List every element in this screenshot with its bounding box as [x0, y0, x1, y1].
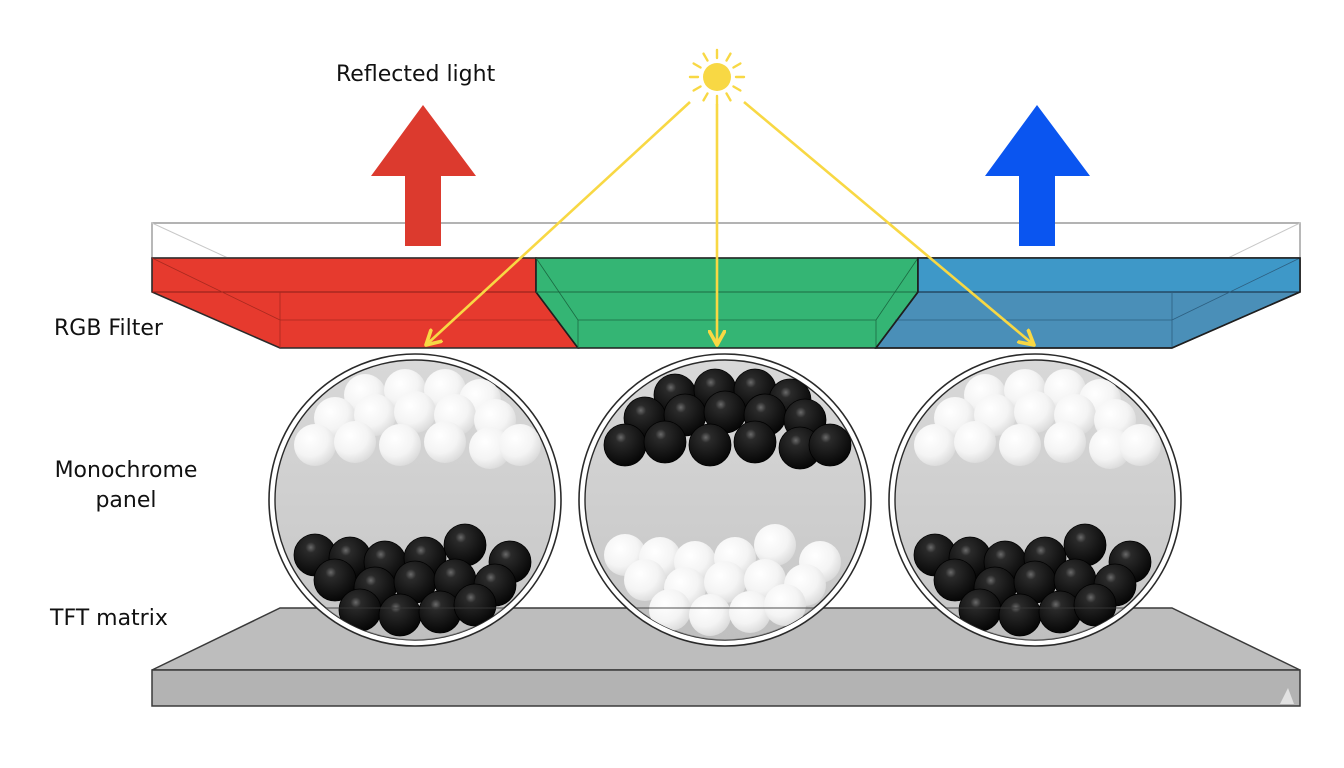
sun-ray: [732, 62, 742, 69]
white-particle: [1119, 424, 1161, 466]
filter-segment-green: [535, 257, 919, 349]
filter-segment-blue: [874, 257, 1301, 349]
reflected-arrow-blue: [985, 105, 1090, 246]
capsule-right: [888, 353, 1182, 647]
sun-ray: [725, 52, 732, 62]
black-particle: [603, 423, 647, 467]
label-monochrome-panel: Monochrome panel: [40, 456, 212, 515]
white-particle: [624, 559, 666, 601]
white-particle: [379, 424, 421, 466]
white-particle: [729, 591, 771, 633]
white-particle: [649, 589, 691, 631]
sun-ray: [702, 52, 709, 62]
white-particle: [394, 391, 436, 433]
white-particle: [914, 424, 956, 466]
tft-matrix-front-face: [151, 669, 1301, 707]
black-particle: [998, 593, 1042, 637]
incident-light-rays: [426, 101, 1034, 345]
white-particle: [334, 421, 376, 463]
white-particle: [754, 524, 796, 566]
black-particle: [643, 420, 687, 464]
white-particle: [999, 424, 1041, 466]
black-particle: [418, 590, 462, 634]
filter-top-glass: [151, 222, 1301, 259]
white-particle: [424, 421, 466, 463]
light-ray-left: [426, 101, 691, 345]
capsule-center: [578, 353, 872, 647]
label-rgb-filter: RGB Filter: [54, 316, 163, 341]
monochrome-panel: [268, 353, 1182, 647]
black-particle: [1038, 590, 1082, 634]
white-particle: [689, 594, 731, 636]
black-particle: [733, 420, 777, 464]
sun-ray: [725, 92, 732, 102]
sun-ray: [692, 62, 702, 69]
light-ray-right: [743, 101, 1034, 345]
label-monochrome-line2: panel: [95, 487, 157, 513]
black-particle: [808, 423, 852, 467]
white-particle: [294, 424, 336, 466]
black-particle: [453, 583, 497, 627]
white-particle: [1044, 421, 1086, 463]
black-particle: [378, 593, 422, 637]
sun-ray: [732, 85, 742, 92]
label-reflected-light: Reflected light: [336, 62, 496, 87]
label-tft-matrix: TFT matrix: [50, 606, 168, 631]
black-particle: [688, 423, 732, 467]
black-particle: [1073, 583, 1117, 627]
white-particle: [499, 424, 541, 466]
white-particle: [704, 561, 746, 603]
reflected-arrow-red: [371, 105, 476, 246]
white-particle: [1014, 391, 1056, 433]
tft-corner-mark: [1280, 688, 1294, 704]
white-particle: [954, 421, 996, 463]
reflected-light-arrows: [371, 105, 1090, 246]
sun-ray: [692, 85, 702, 92]
label-monochrome-line1: Monochrome: [54, 458, 198, 483]
white-particle: [764, 584, 806, 626]
rgb-filter: [151, 257, 1301, 349]
filter-segment-red: [151, 257, 580, 349]
sun-ray: [702, 92, 709, 102]
sun-icon: [688, 48, 746, 106]
